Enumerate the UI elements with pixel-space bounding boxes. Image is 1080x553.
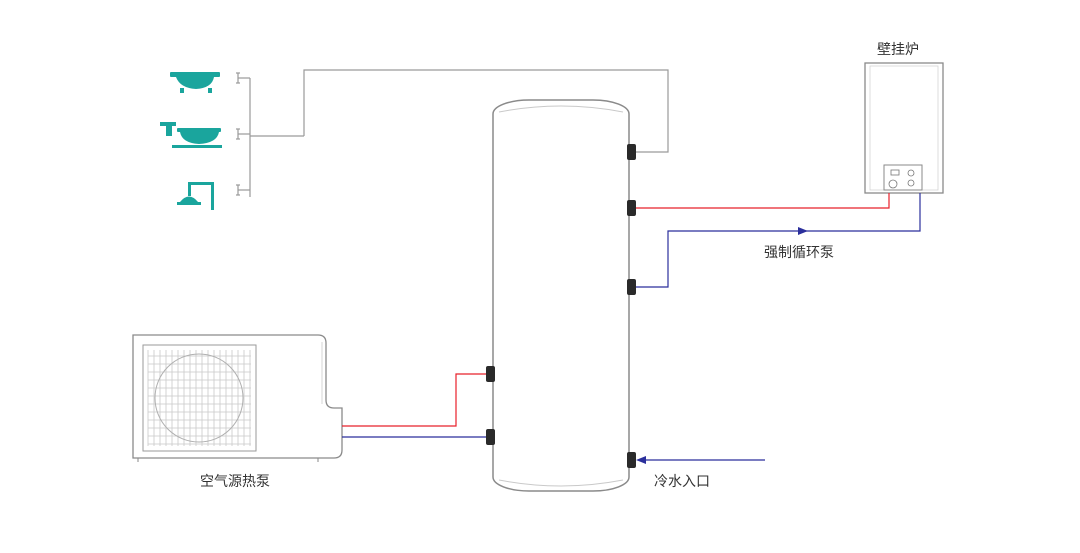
storage-tank-icon <box>492 99 630 492</box>
wall-boiler-label: 壁挂炉 <box>877 42 919 58</box>
wall-boiler-icon <box>864 62 944 194</box>
pump-arrow <box>798 227 808 235</box>
fitting-heatpump-return <box>486 429 495 445</box>
circulation-pump-label: 强制循环泵 <box>764 245 834 261</box>
fixture-supply-lines <box>236 72 304 197</box>
fitting-boiler-return <box>627 200 636 216</box>
fitting-top-right <box>627 144 636 160</box>
tank-fittings <box>486 144 636 468</box>
fitting-cold-inlet <box>627 452 636 468</box>
boiler-return-pipe <box>636 193 921 288</box>
heatpump-hot-pipe <box>342 373 486 427</box>
fan-grille-icon <box>142 344 257 452</box>
fitting-boiler-supply <box>627 279 636 295</box>
boiler-hot-pipe <box>636 193 890 209</box>
bathtub-icon <box>170 72 220 93</box>
cold-water-inlet-label: 冷水入口 <box>654 474 710 490</box>
washbasin-icon <box>160 122 222 148</box>
shower-icon <box>177 182 214 210</box>
fitting-heatpump-hot <box>486 366 495 382</box>
cold-water-arrow <box>636 456 646 464</box>
hot-water-supply-pipe <box>303 69 669 153</box>
heat-pump-label: 空气源热泵 <box>200 474 270 490</box>
